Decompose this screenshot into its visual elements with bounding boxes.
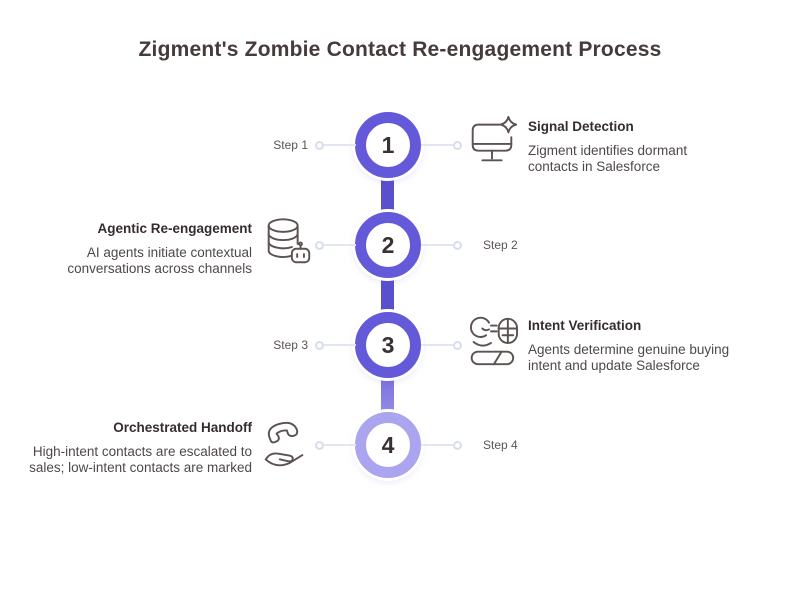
connector-line: [421, 244, 453, 246]
phone-hand-icon: [258, 416, 314, 472]
step-circle-2: 2: [355, 212, 421, 278]
connector-dot: [453, 241, 462, 250]
step-content-3: Intent Verification Agents determine gen…: [528, 318, 740, 374]
step-content-4: Orchestrated Handoff High-intent contact…: [28, 420, 252, 476]
connector-dot: [453, 441, 462, 450]
connector-dot: [315, 241, 324, 250]
face-globe-toggle-icon: [462, 314, 518, 370]
step-description: AI agents initiate contextual conversati…: [67, 245, 252, 277]
monitor-sparkle-icon: [464, 114, 520, 170]
step-heading: Intent Verification: [528, 318, 642, 333]
connector-line: [324, 244, 356, 246]
step-content-1: Signal Detection Zigment identifies dorm…: [528, 119, 708, 175]
step-circle-1: 1: [355, 112, 421, 178]
connector-dot: [315, 341, 324, 350]
step-heading: Orchestrated Handoff: [113, 420, 252, 435]
connector-dot: [453, 141, 462, 150]
step-description: Agents determine genuine buying intent a…: [528, 342, 730, 374]
connector-dot: [315, 141, 324, 150]
connector-line: [324, 344, 356, 346]
step-circle-4: 4: [355, 412, 421, 478]
step-heading: Signal Detection: [528, 119, 634, 134]
connector-dot: [453, 341, 462, 350]
step-number: 2: [381, 231, 395, 258]
connector-line: [421, 144, 453, 146]
step-description: Zigment identifies dormant contacts in S…: [528, 143, 688, 175]
step-heading: Agentic Re-engagement: [97, 221, 252, 236]
step-content-2: Agentic Re-engagement AI agents initiate…: [40, 221, 252, 277]
page-title: Zigment's Zombie Contact Re-engagement P…: [138, 38, 662, 61]
connector-dot: [315, 441, 324, 450]
database-robot-icon: [260, 214, 316, 270]
connector-line: [324, 144, 356, 146]
step-number: 4: [381, 431, 395, 458]
step-circle-3: 3: [355, 312, 421, 378]
step-number: 1: [381, 131, 395, 158]
step-label-4: Step 4: [483, 438, 518, 452]
step-label-1: Step 1: [273, 138, 308, 152]
step-label-3: Step 3: [273, 338, 308, 352]
step-description: High-intent contacts are escalated to sa…: [29, 444, 252, 476]
connector-line: [324, 444, 356, 446]
connector-line: [421, 344, 453, 346]
step-label-2: Step 2: [483, 238, 518, 252]
step-number: 3: [381, 331, 395, 358]
connector-line: [421, 444, 453, 446]
